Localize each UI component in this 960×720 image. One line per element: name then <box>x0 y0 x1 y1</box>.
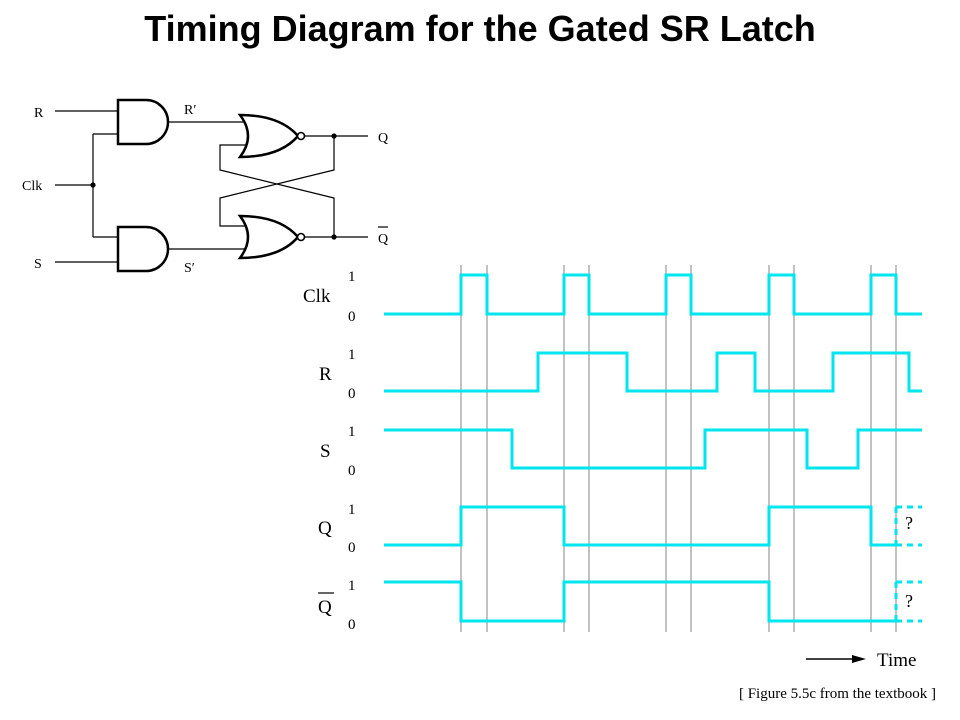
signal-name-q-bar: Q <box>318 597 332 618</box>
unknown-mark-q-bar: ? <box>905 591 913 611</box>
signal-name-s: S <box>320 441 331 462</box>
waveform-r <box>384 351 922 393</box>
figure-caption: [ Figure 5.5c from the textbook ] <box>738 686 936 702</box>
time-axis-label: Time <box>877 650 916 671</box>
level-high-q: 1 <box>348 502 356 518</box>
and-gate-top <box>116 98 170 146</box>
label-r-prime: R′ <box>184 103 196 118</box>
unknown-mark-q: ? <box>905 513 913 533</box>
slide-title: Timing Diagram for the Gated SR Latch <box>144 8 816 49</box>
nor-bottom-bubble <box>296 232 306 242</box>
junction-dot <box>90 182 96 188</box>
feedback-q-to-bottom-nor <box>219 136 335 227</box>
waveform-clk <box>384 273 922 316</box>
and-gate-bottom <box>116 225 170 273</box>
signal-name-r: R <box>319 364 332 385</box>
signal-name-q: Q <box>318 518 332 539</box>
waveform-q-bar <box>384 580 896 623</box>
feedback-q-bar-to-top-nor <box>219 144 335 237</box>
input-label-clk: Clk <box>22 179 42 194</box>
level-high-r: 1 <box>348 347 356 363</box>
nor-gate-top <box>237 113 300 159</box>
signal-name-clk: Clk <box>303 286 331 307</box>
level-low-r: 0 <box>348 386 356 402</box>
timing-diagram: Clk R S Q Q 1 0 1 0 1 0 1 0 1 0 <box>303 265 922 671</box>
waveform-s <box>384 428 922 470</box>
output-label-q: Q <box>378 131 388 146</box>
waveform-q <box>384 505 896 547</box>
time-arrow-head <box>852 655 866 663</box>
level-low-clk: 0 <box>348 309 356 325</box>
level-high-s: 1 <box>348 424 356 440</box>
nor-top-bubble <box>296 131 306 141</box>
level-low-s: 0 <box>348 463 356 479</box>
level-low-q-bar: 0 <box>348 617 356 633</box>
input-label-r: R <box>34 106 44 121</box>
level-low-q: 0 <box>348 540 356 556</box>
label-s-prime: S′ <box>184 261 195 276</box>
level-high-q-bar: 1 <box>348 578 356 594</box>
nor-gate-bottom <box>237 214 300 260</box>
output-label-q-bar: Q <box>378 232 388 247</box>
latch-schematic: R Clk S R′ S′ Q Q <box>22 98 388 276</box>
level-high-clk: 1 <box>348 269 356 285</box>
input-label-s: S <box>34 257 42 272</box>
